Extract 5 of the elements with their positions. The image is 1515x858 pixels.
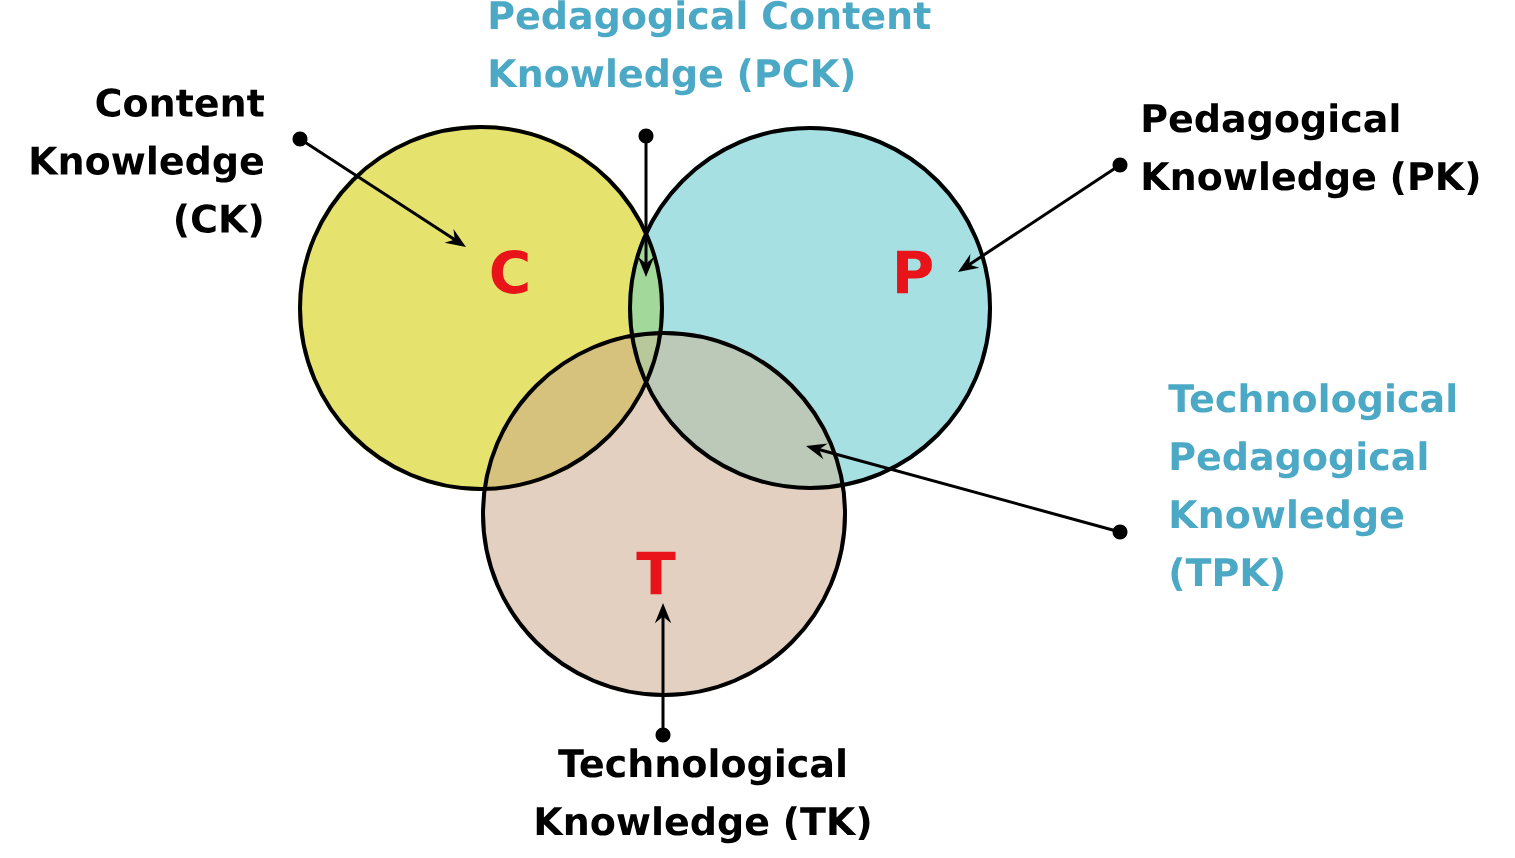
label-text: Content Knowledge (CK) bbox=[31, 88, 264, 238]
label-text: Technological Knowledge (TK) bbox=[536, 748, 870, 844]
label-text: Technological Pedagogical Knowledge (TPK) bbox=[1168, 383, 1455, 592]
label-text: Pedagogical Content Knowledge (PCK) bbox=[490, 0, 931, 96]
label-text: Pedagogical Knowledge (PK) bbox=[1143, 103, 1479, 199]
